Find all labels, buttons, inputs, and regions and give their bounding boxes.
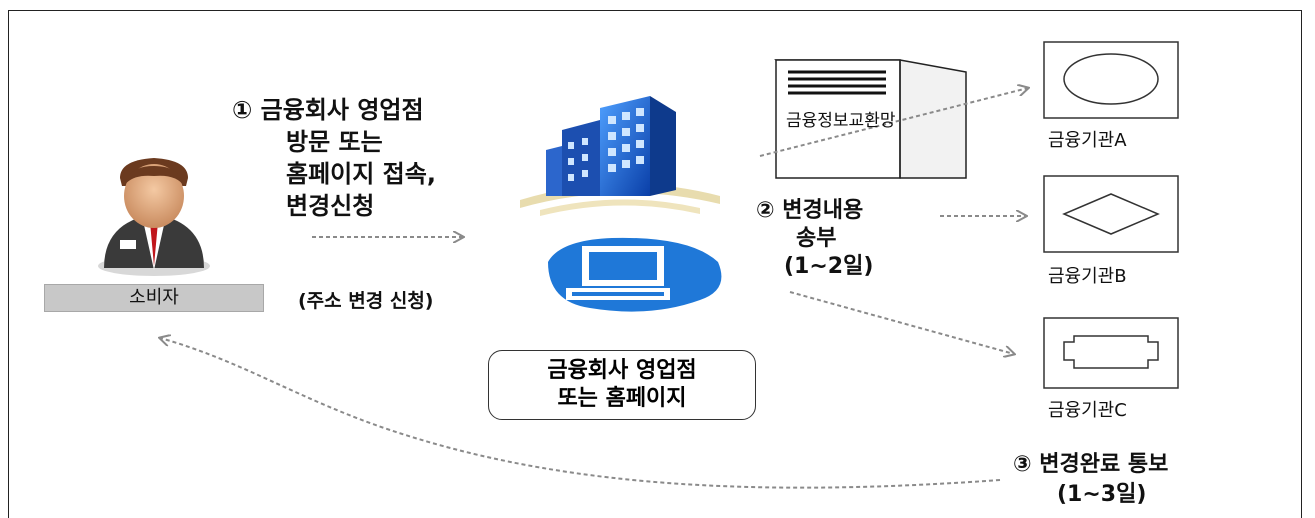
server-label: 금융정보교환망: [786, 111, 896, 131]
step1-line3: 홈페이지 접속,: [286, 160, 436, 188]
institution-b-box: [1043, 175, 1179, 253]
request-note: (주소 변경 신청): [298, 290, 434, 312]
arrow-completion-notice: [160, 338, 1001, 489]
step2-line1: ② 변경내용: [756, 198, 864, 223]
branch-box-line2: 또는 홈페이지: [557, 386, 687, 411]
server-tower-icon: [774, 59, 967, 179]
arrow-to-inst-c: [789, 291, 1014, 354]
step2-line3: (1~2일): [784, 254, 874, 279]
consumer-person-icon: [98, 158, 210, 276]
step1-line2: 방문 또는: [286, 128, 383, 156]
bank-building-icon: [520, 96, 720, 216]
institution-c-label: 금융기관C: [1048, 400, 1127, 421]
branch-or-homepage-box: 금융회사 영업점 또는 홈페이지: [488, 350, 756, 420]
step1-line1: ① 금융회사 영업점: [232, 96, 424, 124]
step1-line4: 변경신청: [286, 192, 375, 220]
consumer-label: 소비자: [44, 284, 264, 312]
step3-line2: (1~3일): [1057, 482, 1147, 507]
step3-line1: ③ 변경완료 통보: [1013, 452, 1169, 477]
step1-text: ① 금융회사 영업점 방문 또는 홈페이지 접속, 변경신청: [232, 94, 436, 222]
computer-icon: [548, 237, 722, 312]
step2-line2: 송부: [796, 226, 837, 251]
step2-text: ② 변경내용 송부 (1~2일): [756, 197, 873, 281]
institution-a-label: 금융기관A: [1048, 130, 1127, 151]
institution-c-box: [1043, 317, 1179, 389]
institution-b-label: 금융기관B: [1048, 266, 1127, 287]
diagram-frame: [8, 10, 1302, 518]
step3-text: ③ 변경완료 통보 (1~3일): [1013, 450, 1168, 510]
institution-a-box: [1043, 41, 1179, 119]
branch-box-line1: 금융회사 영업점: [547, 358, 697, 383]
